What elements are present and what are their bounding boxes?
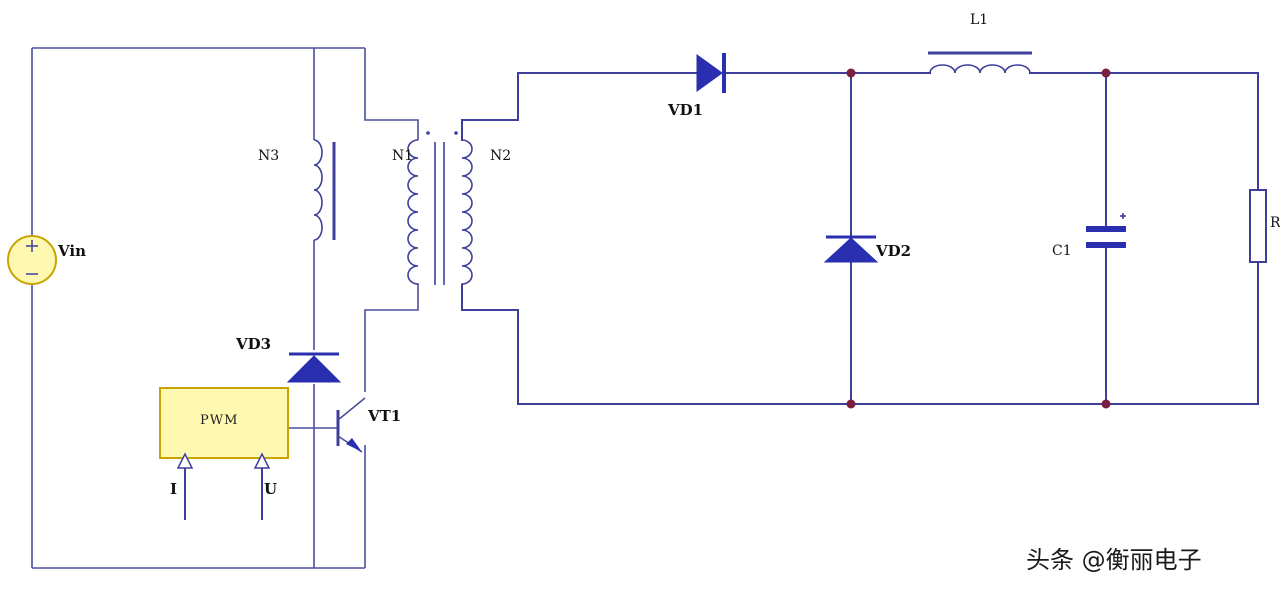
junction-dot: [1101, 68, 1111, 78]
c1-capacitor: [1086, 213, 1126, 248]
vin-source-symbol: [7, 235, 57, 285]
vd2-label: VD2: [875, 242, 911, 260]
watermark-text: 头条 @衡丽电子: [1026, 546, 1202, 574]
r-label: R: [1270, 215, 1280, 231]
vt1-transistor: [336, 397, 366, 453]
c1-label: C1: [1052, 243, 1072, 259]
i-input-label: I: [170, 480, 177, 498]
u-input-label: U: [264, 480, 277, 498]
n3-winding: [313, 139, 336, 241]
r-load-resistor: [1249, 189, 1267, 263]
primary-wiring: [31, 47, 419, 569]
n2-label: N2: [490, 148, 511, 164]
pwm-label: PWM: [200, 413, 238, 428]
vin-label: Vin: [57, 242, 86, 260]
n3-label: N3: [258, 148, 279, 164]
vd2-diode: [823, 235, 879, 263]
pwm-controller: PWM: [159, 387, 289, 459]
n1-label: N1: [392, 148, 413, 164]
vd3-diode: [286, 352, 342, 383]
l1-inductor: [928, 51, 1032, 74]
junction-dot: [846, 399, 856, 409]
pwm-inputs: [176, 452, 271, 520]
vd1-diode: [696, 53, 726, 93]
junction-dot: [1101, 399, 1111, 409]
vt1-label: VT1: [367, 407, 401, 425]
junction-dot: [846, 68, 856, 78]
vd1-label: VD1: [667, 101, 703, 119]
transformer-symbol: [407, 131, 473, 285]
l1-label: L1: [970, 12, 988, 28]
vd3-label: VD3: [235, 335, 271, 353]
junction-dots: [846, 68, 1111, 409]
